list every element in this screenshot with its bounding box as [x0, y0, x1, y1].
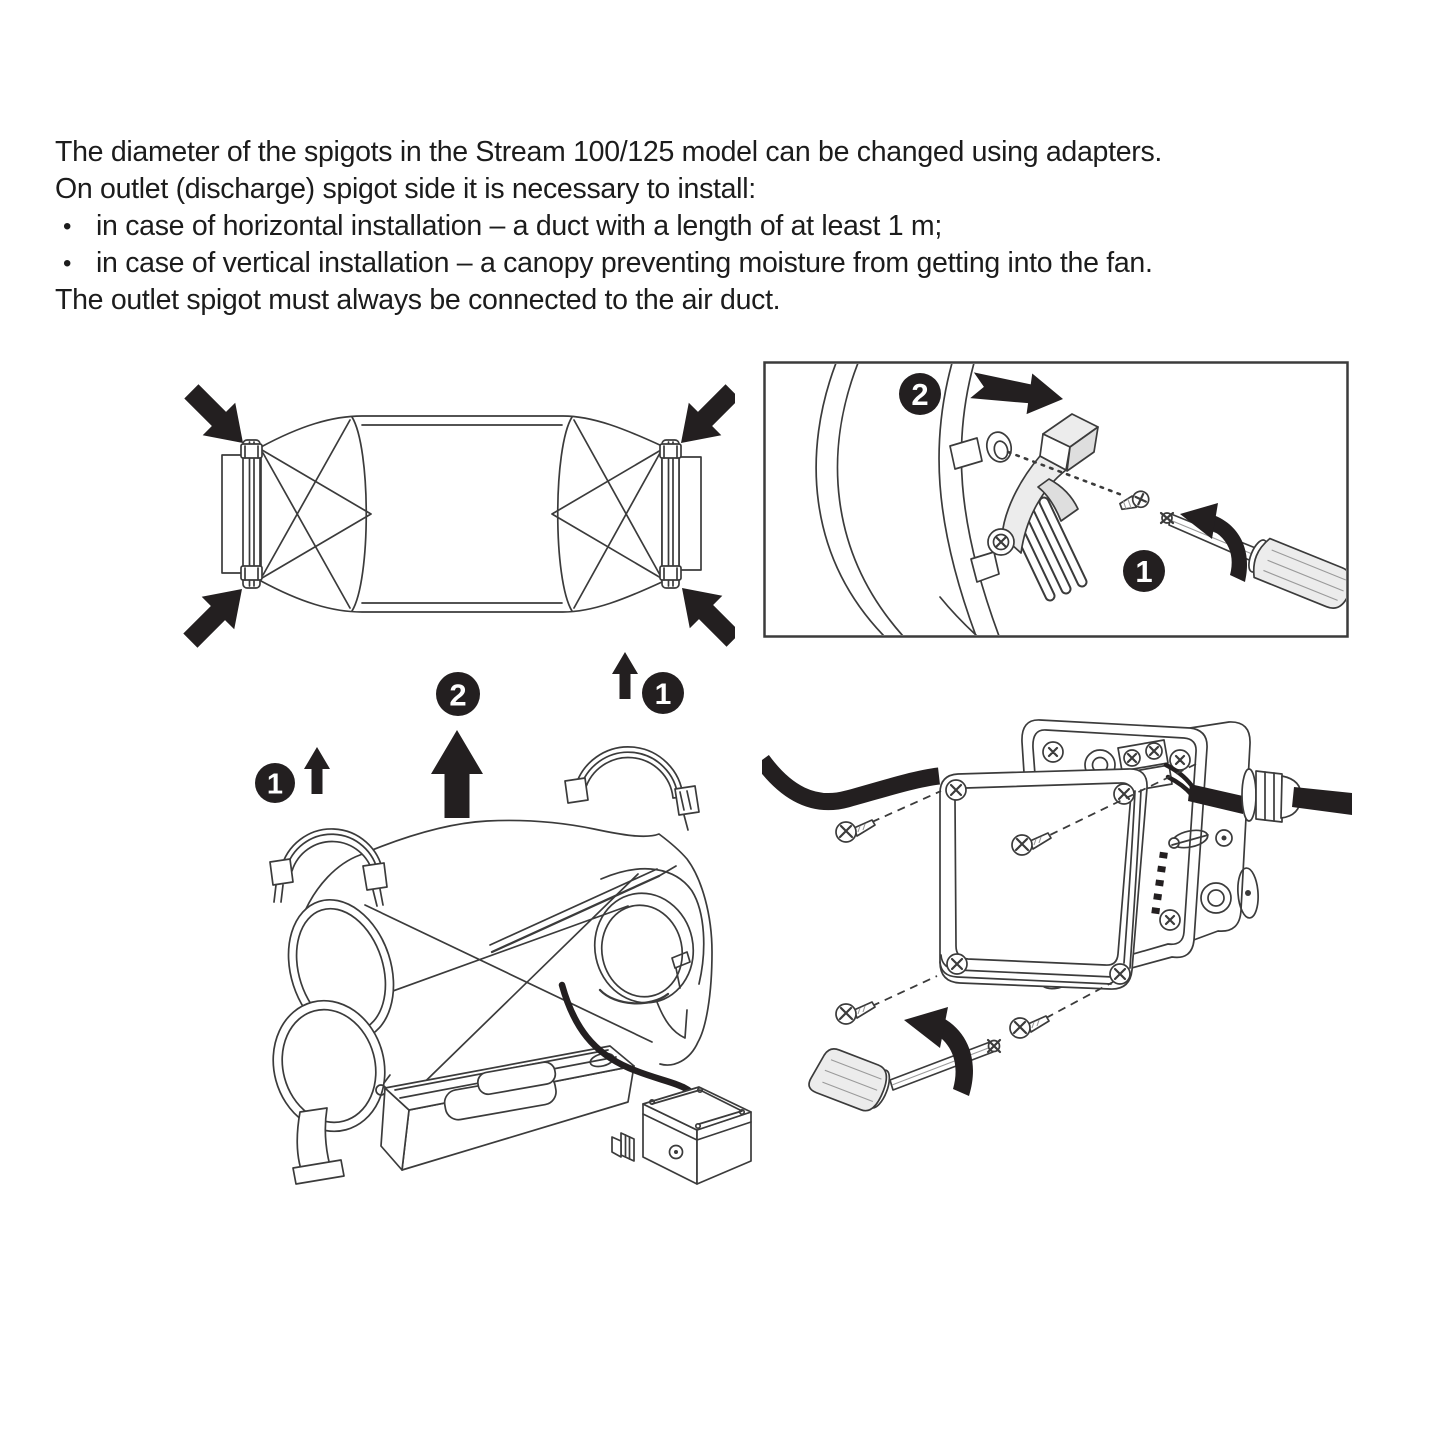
supply-cable-left [762, 754, 941, 811]
cable-gland [1241, 768, 1302, 823]
clamp-band-right [564, 746, 700, 831]
rotate-arrow-icon [1180, 503, 1218, 539]
duct-left [221, 454, 245, 574]
slide-arrow-icon [970, 372, 1063, 415]
bullet-icon: • [63, 250, 72, 277]
big-up-arrow-icon [431, 730, 483, 818]
arrow-icon [183, 589, 242, 648]
step-badge-1: 1 [1123, 550, 1165, 592]
clamp-left [240, 439, 263, 589]
svg-text:1: 1 [1135, 554, 1152, 589]
step-badge-2-center: 2 [436, 672, 480, 716]
box-interior [1042, 739, 1259, 961]
step-badge-2: 2 [899, 373, 941, 415]
bullet-icon: • [63, 213, 72, 240]
svg-text:2: 2 [911, 377, 928, 412]
rotate-arrow-icon [904, 1007, 948, 1048]
figure-junction-box [762, 719, 1352, 1112]
latch-detail-drawing: 2 1 [815, 364, 1346, 635]
mounting-base [380, 1045, 635, 1171]
intro-line-1: The diameter of the spigots in the Strea… [55, 136, 1163, 168]
junction-box-small [611, 1086, 752, 1185]
screw-icon [1119, 490, 1150, 511]
inlet-flange [272, 999, 386, 1133]
latch-part [987, 413, 1099, 602]
up-arrow-icon [612, 652, 638, 699]
clamp-right [659, 439, 682, 589]
bullet-item-2: • in case of vertical installation – a c… [55, 245, 1415, 282]
instruction-text: The diameter of the spigots in the Strea… [55, 134, 1415, 319]
step-badge-1-right: 1 [642, 672, 684, 714]
arrow-icon [682, 588, 735, 647]
figure-clamp-positions [183, 384, 735, 648]
arrow-icon [184, 384, 243, 443]
cover-screws [945, 779, 1135, 985]
inline-fan-drawing [183, 384, 735, 648]
figure-clamp-removal: 1 2 1 [255, 652, 752, 1185]
intro-line-3: The outlet spigot must always be connect… [55, 284, 781, 316]
alignment-dashed-line [1006, 450, 1124, 497]
clamp-band-left [269, 828, 388, 907]
junction-box-drawing [762, 719, 1352, 1112]
rotate-arrow-icon [1200, 513, 1248, 582]
fan-perspective-drawing: 1 2 1 [255, 652, 752, 1185]
supply-cable-right [1292, 787, 1352, 815]
up-arrow-icon [304, 747, 330, 794]
power-cable [558, 981, 701, 1103]
screw-icon [834, 1000, 877, 1026]
box-cover [939, 768, 1148, 990]
step-badge-1-left: 1 [255, 763, 295, 803]
intro-line-2: On outlet (discharge) spigot side it is … [55, 173, 756, 205]
bullet-text-2: in case of vertical installation – a can… [96, 247, 1153, 279]
duct-right [678, 456, 702, 571]
svg-text:1: 1 [655, 678, 672, 711]
fan-body-outline [260, 415, 663, 613]
svg-text:1: 1 [267, 769, 283, 801]
screw-icon [834, 818, 877, 844]
figure-latch-detail: 2 1 [763, 361, 1349, 638]
bullet-item-1: • in case of horizontal installation – a… [55, 208, 1415, 245]
screw-hole [985, 431, 1013, 463]
svg-text:2: 2 [449, 678, 466, 713]
bullet-text-1: in case of horizontal installation – a d… [96, 210, 942, 242]
arrow-icon [681, 384, 735, 443]
screw-icon [1008, 1014, 1051, 1040]
